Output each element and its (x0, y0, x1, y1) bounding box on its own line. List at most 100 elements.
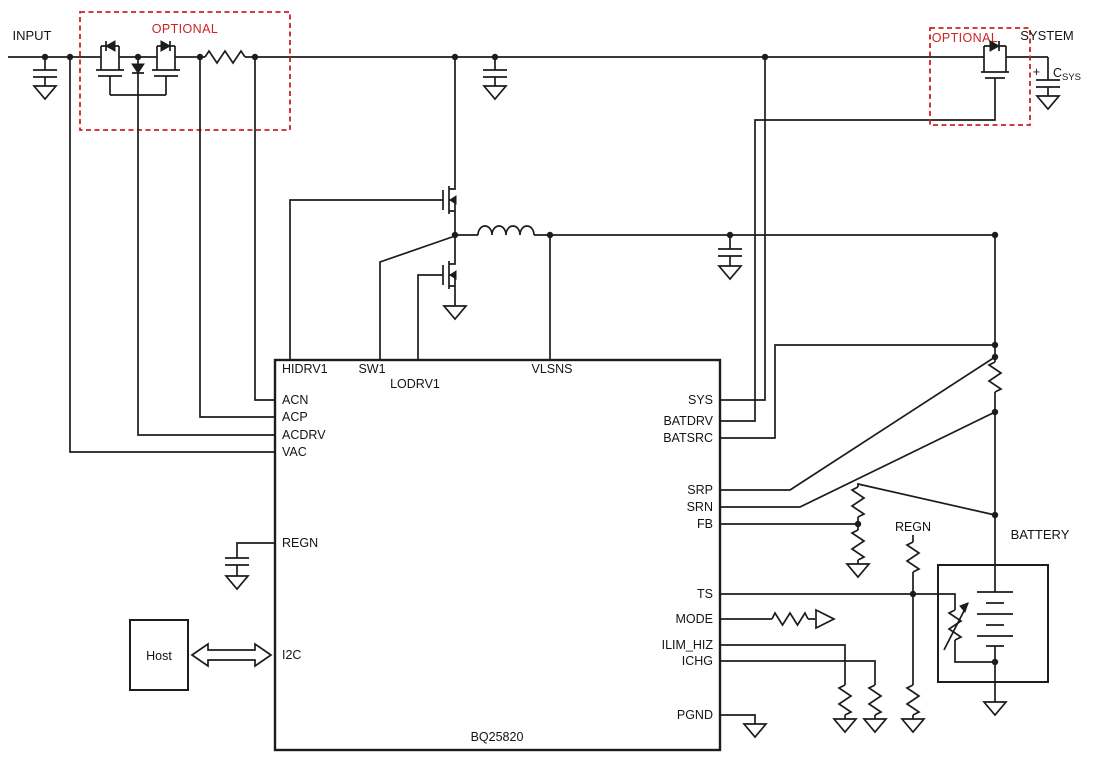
csys-capacitor (1036, 57, 1060, 96)
pin-label-sw1: SW1 (358, 362, 385, 376)
output-capacitor (718, 235, 742, 266)
highside-mosfet (442, 57, 456, 235)
pin-label-i2c: I2C (282, 648, 301, 662)
inductor (455, 225, 995, 236)
pin-label-lodrv1: LODRV1 (390, 377, 440, 391)
optional-outline-left (79, 11, 291, 131)
pin-label-fb: FB (697, 517, 713, 531)
input-sense-wires (69, 57, 275, 453)
acp-wire (199, 57, 275, 418)
ic-name: BQ25820 (471, 730, 524, 744)
ground-symbol (845, 563, 871, 579)
input-capacitor (33, 57, 57, 86)
optional-label-right: OPTIONAL (932, 31, 998, 45)
battery-label: BATTERY (1011, 527, 1070, 542)
host-label: Host (146, 649, 172, 663)
ts-ground-resistor (905, 684, 921, 716)
input-section: INPUT (13, 28, 58, 101)
ground-symbol (900, 718, 926, 734)
decoupling-capacitor (483, 57, 507, 86)
pin-label-hidrv1: HIDRV1 (282, 362, 328, 376)
hidrv1-wire (289, 199, 443, 360)
ground-symbol (742, 723, 768, 739)
battery-branch: BATTERY REGN (720, 235, 1070, 734)
optional-acfet-block: OPTIONAL (79, 11, 291, 131)
pin-label-acdrv: ACDRV (282, 428, 326, 442)
sw1-wire (379, 235, 456, 360)
thermistor (947, 609, 963, 641)
pin-label-regn: REGN (282, 536, 318, 550)
fb-bottom-resistor (850, 529, 866, 561)
battery-cell-symbol (977, 591, 1013, 647)
batsrc-wire (720, 344, 995, 439)
vac-wire (69, 57, 275, 453)
host-section: Host (129, 619, 273, 691)
regn-pullup-resistor (905, 541, 921, 573)
input-sense-resistor (204, 49, 246, 65)
ic-block: BQ25820 HIDRV1 ACN ACP ACDRV VAC REGN I2… (273, 358, 722, 752)
ic-outline (273, 358, 722, 752)
pin-label-acp: ACP (282, 410, 308, 424)
acdrv-wire (137, 95, 275, 436)
ilim-hiz-resistor (837, 684, 853, 716)
ground-symbol (442, 305, 468, 321)
regn-capacitor (225, 542, 275, 576)
acfet2-mosfet (152, 45, 180, 95)
pin-label-sys: SYS (688, 393, 713, 407)
ground-symbol (482, 85, 508, 101)
csys-plus-sign: + (1033, 65, 1040, 79)
input-label: INPUT (13, 28, 52, 43)
system-label: SYSTEM (1020, 28, 1073, 43)
batfet-mosfet (981, 45, 1009, 79)
csys-label: C (1053, 66, 1062, 80)
junction-dots (41, 53, 999, 666)
zener-diode-icon (131, 63, 145, 74)
pin-label-mode: MODE (676, 612, 714, 626)
fb-top-resistor (850, 486, 866, 518)
ts-wire (720, 593, 995, 663)
acn-wire (254, 57, 275, 401)
top-rail (8, 49, 1048, 65)
host-box (129, 619, 189, 691)
pin-label-batdrv: BATDRV (663, 414, 713, 428)
ichg-wire (720, 660, 876, 719)
pin-label-ilim-hiz: ILIM_HIZ (662, 638, 714, 652)
body-diode-icon (104, 40, 116, 52)
srn-wire (720, 411, 996, 508)
thermistor-arrowhead-icon (959, 602, 969, 614)
sys-wire (720, 57, 766, 401)
csys-label-sub: SYS (1062, 72, 1081, 83)
ground-symbol (832, 718, 858, 734)
ichg-resistor (867, 684, 883, 716)
pin-label-vac: VAC (282, 445, 307, 459)
regn-pullup-label: REGN (895, 520, 931, 534)
optional-batfet-block: OPTIONAL (929, 27, 1031, 126)
buck-power-stage (289, 57, 995, 360)
pin-label-batsrc: BATSRC (663, 431, 713, 445)
srp-wire (720, 356, 996, 491)
mode-arrow-icon (815, 608, 836, 630)
acfet1-mosfet (96, 45, 124, 95)
pin-label-pgnd: PGND (677, 708, 713, 722)
ilim-hiz-wire (720, 644, 846, 719)
lowside-mosfet (417, 235, 456, 360)
optional-outline-right (929, 27, 1031, 126)
ground-symbol (32, 85, 58, 101)
ground-symbol (982, 701, 1008, 717)
optional-label-left: OPTIONAL (152, 22, 218, 36)
pin-label-vlsns: VLSNS (532, 362, 573, 376)
substrate-arrow-icon (449, 270, 457, 280)
ground-symbol (717, 265, 743, 281)
system-side-wires (720, 57, 996, 439)
batdrv-wire (720, 78, 996, 422)
ground-symbol (224, 575, 250, 591)
pin-label-ts: TS (697, 587, 713, 601)
system-output: SYSTEM + C SYS (1020, 28, 1081, 111)
current-sense-resistor (987, 361, 1003, 393)
body-diode-icon (160, 40, 172, 52)
pin-label-srn: SRN (687, 500, 713, 514)
regn-capacitor-branch (224, 542, 275, 591)
pin-label-acn: ACN (282, 393, 308, 407)
